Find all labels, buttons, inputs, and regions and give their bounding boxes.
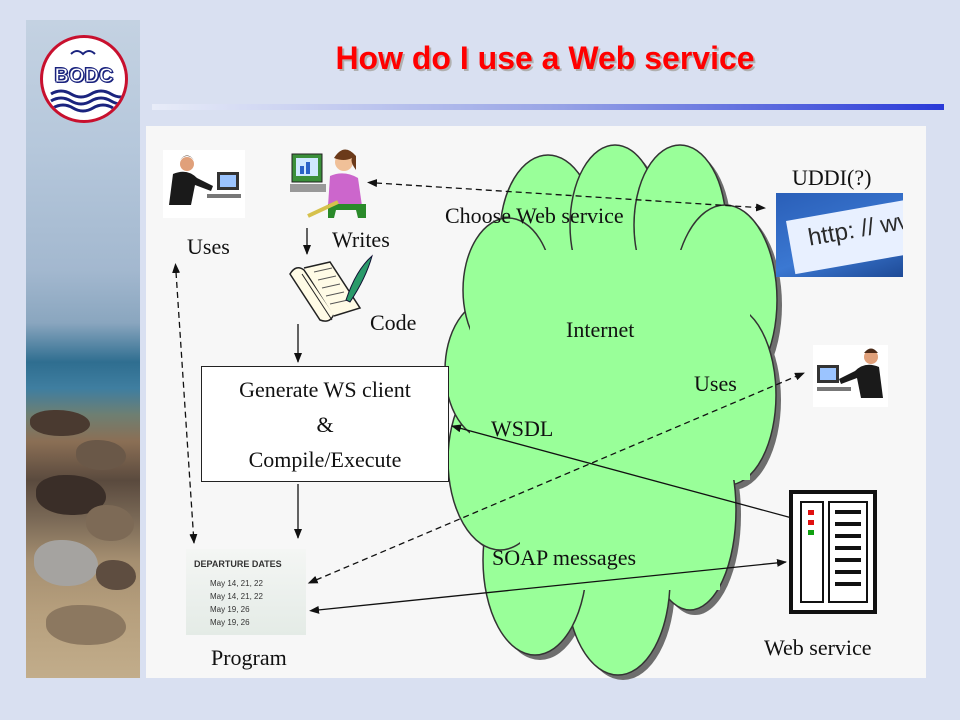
choose-web-service-dashed-arrow [367,179,766,212]
server-icon [789,490,877,614]
writes-label: Writes [332,227,390,252]
process-line-1: Generate WS client [239,376,411,402]
uses-right-label: Uses [694,371,737,396]
logo-waves-icon [50,50,125,113]
code-label: Code [370,310,417,335]
side-photo [26,20,140,678]
departure-row: May 19, 26 [210,605,250,614]
slide-title: How do I use a Web service [335,40,755,76]
user-at-computer-icon [163,150,245,218]
departure-row: May 19, 26 [210,618,250,627]
process-line-2: & [316,411,334,437]
logo-text: BODC [54,65,114,88]
soap-messages-arrow [309,558,787,614]
internet-label: Internet [566,317,635,342]
uddi-label: UDDI(?) [792,165,872,190]
title-rule [152,104,944,110]
bodc-logo: BODC [40,35,128,123]
wsdl-arrow [451,424,793,519]
wsdl-label: WSDL [491,416,554,441]
generate-compile-box: Generate WS client & Compile/Execute [201,366,449,482]
uses-right-dashed-arrow [307,372,805,584]
soap-messages-label: SOAP messages [492,545,637,570]
code-scroll-icon [284,254,374,328]
program-departure-dates-image: DEPARTURE DATES May 14, 21, 22 May 14, 2… [186,549,306,635]
browser-url-icon: http: // ww [776,193,903,277]
web-service-label: Web service [764,635,872,660]
choose-web-service-label: Choose Web service [445,203,624,228]
user-at-computer-right-icon [813,345,888,407]
departure-heading: DEPARTURE DATES [194,559,282,569]
uses-left-label: Uses [187,234,230,259]
departure-row: May 14, 21, 22 [210,579,263,588]
program-label: Program [211,645,287,670]
uses-to-program-dashed-arrow [172,263,198,544]
departure-row: May 14, 21, 22 [210,592,263,601]
developer-icon [288,146,368,226]
process-line-3: Compile/Execute [248,446,402,472]
